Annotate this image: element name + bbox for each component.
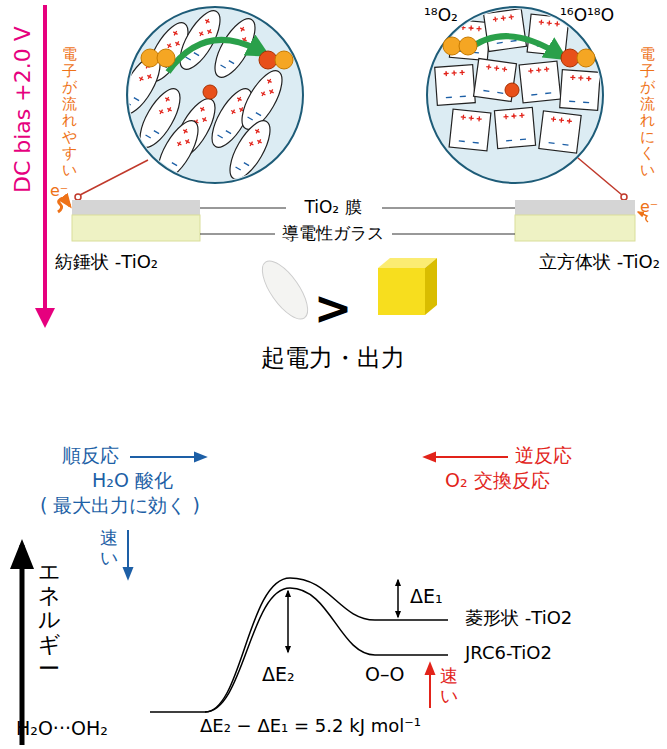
reaction-label: H₂O 酸化 — [92, 470, 173, 492]
level-label: 菱形状 -TiO2 — [465, 608, 572, 629]
molecule-label: ¹⁸O₂ — [424, 6, 458, 26]
state-label: O–O — [365, 664, 404, 686]
forward-arrow — [130, 456, 205, 458]
comparison-sign: > — [314, 282, 353, 335]
energy-gap-label: ΔE₁ — [410, 586, 443, 608]
bias-label: DC bias +2.0 V — [9, 27, 34, 194]
electron-label: e⁻ — [640, 198, 658, 216]
energy-curve — [150, 578, 448, 712]
reaction-label: O₂ 交換反応 — [445, 470, 550, 492]
tio2-film — [72, 200, 200, 215]
spindle-particle — [254, 254, 316, 326]
spindle-particle — [222, 115, 278, 185]
oxygen-molecule — [141, 37, 595, 99]
sample-label: 立方体状 -TiO₂ — [539, 252, 660, 273]
cube-particle — [519, 61, 561, 103]
energy-difference: ΔE₂ − ΔE₁ = 5.2 kJ mol⁻¹ — [200, 716, 421, 737]
molecule-label: ¹⁶O¹⁸O — [560, 6, 614, 26]
cube-particle — [484, 9, 527, 52]
fast-arrow — [127, 530, 129, 578]
exchange-arrow — [168, 40, 262, 72]
leader-line — [80, 160, 148, 195]
state-label: H₂O···OH₂ — [16, 718, 108, 740]
fast-arrow — [429, 664, 431, 708]
energy-gap-label: ΔE₂ — [262, 664, 295, 686]
reaction-label: 逆反応 — [515, 445, 572, 467]
conductive-glass — [72, 215, 200, 241]
flow-note: 電子が流れやすい — [62, 46, 77, 178]
flow-note: 電子が流れにくい — [640, 46, 655, 178]
axis-label: エネルギー — [38, 560, 60, 681]
cube-particle — [449, 109, 491, 151]
zoom-circle — [427, 7, 603, 183]
delta-arrow — [287, 591, 289, 652]
leader-line — [200, 208, 286, 209]
cube-particle — [435, 65, 476, 106]
rate-note: 速い — [100, 528, 118, 568]
energy-axis — [20, 545, 25, 745]
cube-particle — [378, 258, 437, 315]
leader-line — [578, 158, 622, 195]
level-label: JRC6-TiO2 — [465, 643, 552, 664]
exchange-arrow — [468, 36, 560, 55]
reaction-note: ( 最大出力に効く ) — [40, 495, 200, 517]
zoom-point — [621, 194, 627, 200]
zoom-point — [75, 194, 81, 200]
reaction-label: 順反応 — [62, 445, 119, 467]
cube-particle — [560, 70, 601, 111]
leader-line — [392, 234, 515, 235]
layer-label: TiO₂ 膜 — [304, 198, 361, 218]
sample-label: 紡錘状 -TiO₂ — [55, 252, 158, 273]
tio2-film — [515, 200, 635, 215]
spindle-particle — [150, 115, 206, 185]
layer-label: 導電性ガラス — [282, 224, 384, 244]
leader-line — [382, 208, 515, 209]
cube-particle — [539, 111, 581, 153]
rate-note: 速い — [440, 666, 458, 706]
electron-arrow — [58, 198, 70, 212]
electron-label: e⁻ — [50, 182, 68, 200]
conductive-glass — [515, 215, 635, 241]
cube-particle — [494, 107, 535, 148]
leader-line — [200, 234, 275, 235]
reverse-arrow — [425, 456, 508, 458]
comparison-label: 起電力・出力 — [261, 345, 405, 373]
delta-arrow — [397, 580, 399, 617]
bias-arrow — [43, 5, 47, 318]
